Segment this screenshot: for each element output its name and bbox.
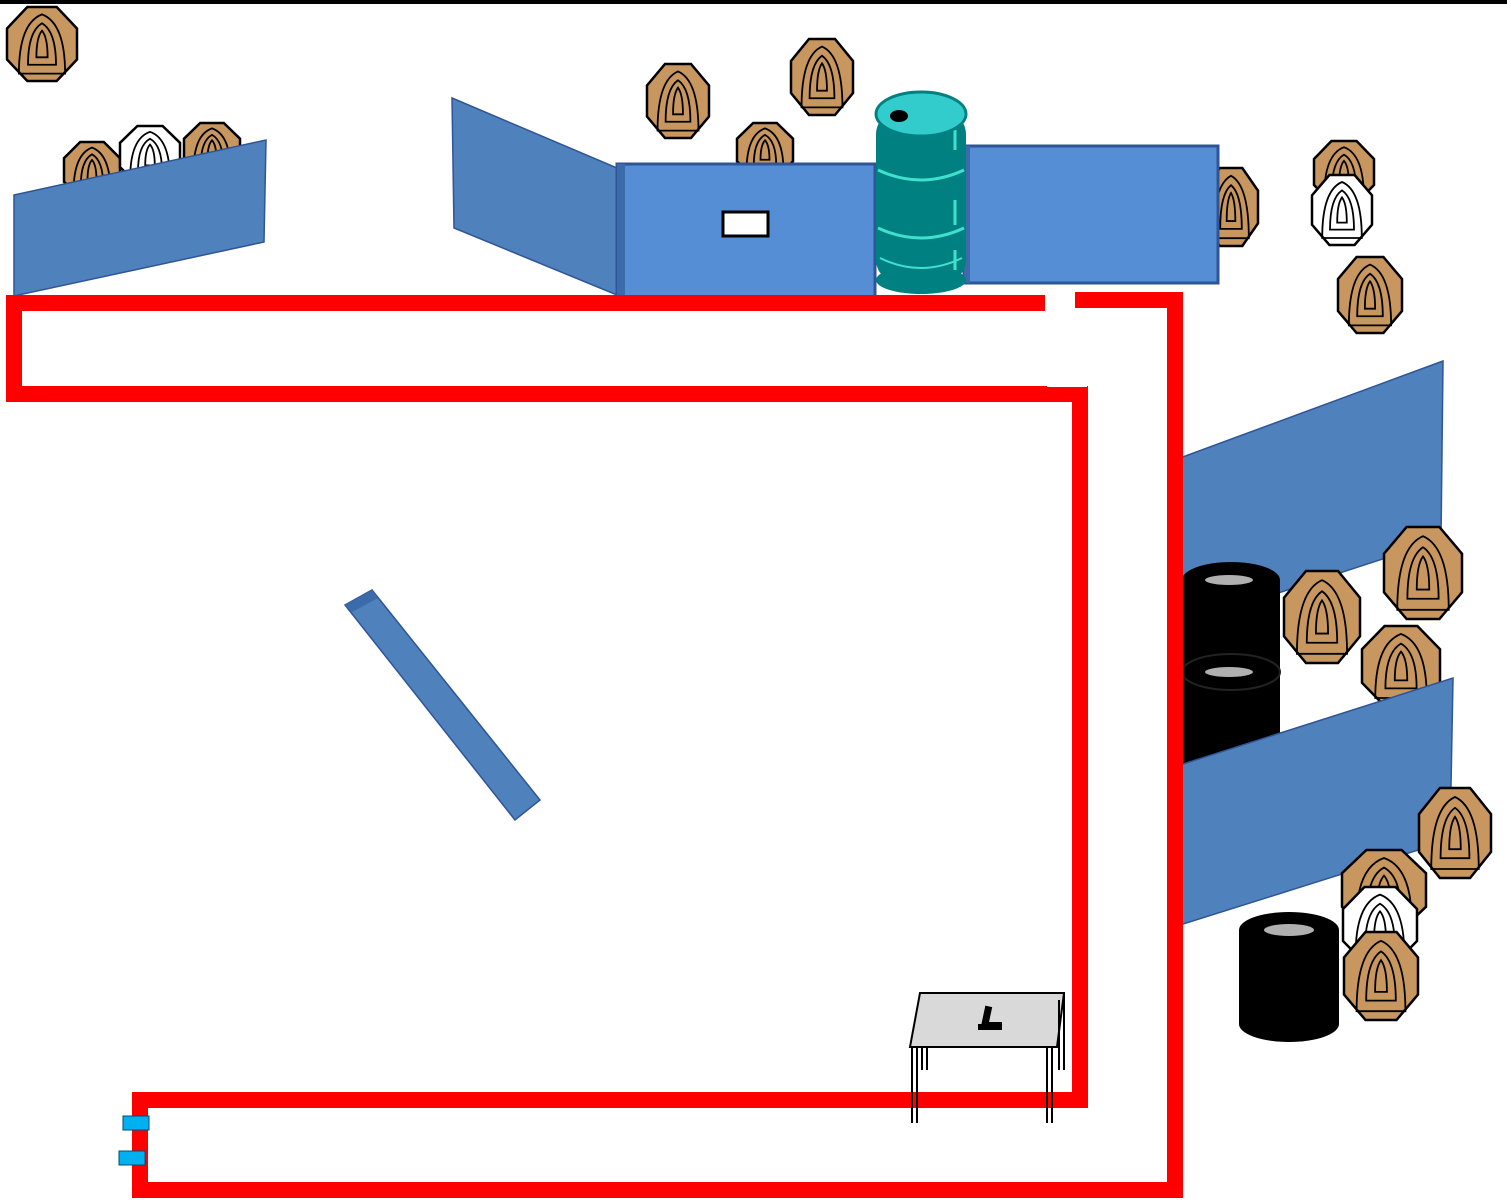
target-icon-13 — [1382, 525, 1464, 621]
diagonal-barricade — [343, 589, 542, 822]
left-top-wall — [13, 139, 267, 297]
target-icon-11 — [1336, 255, 1404, 335]
fault-line-gap-top — [1047, 309, 1087, 387]
center-left-angled-wall — [451, 96, 618, 297]
tire-stack-lower — [1239, 912, 1339, 1042]
target-icon-12 — [1282, 569, 1362, 665]
no-shoot-target-icon-10 — [1310, 173, 1374, 247]
target-icon-5 — [645, 62, 711, 140]
start-marker-bottom — [118, 1150, 146, 1166]
start-marker-top — [122, 1115, 150, 1131]
top-border — [0, 0, 1507, 4]
fault-lines — [6, 292, 1183, 1198]
pistol-icon — [978, 1005, 1002, 1030]
fault-line-top-outer — [6, 295, 1088, 1108]
target-icon-1 — [5, 5, 79, 83]
fault-line-bottom-box — [132, 1092, 1080, 1198]
center-right-wall — [962, 144, 1220, 285]
target-icon-18 — [1342, 930, 1420, 1022]
targets-front-layer — [1282, 525, 1493, 1022]
port-window-icon — [721, 210, 770, 238]
target-icon-15 — [1417, 786, 1493, 880]
fault-line-right-outer — [1075, 292, 1183, 1198]
oil-barrel-icon — [874, 90, 968, 294]
fault-line-gap-bottom-2 — [1072, 1108, 1167, 1182]
target-icon-6 — [789, 37, 855, 117]
fault-line-gap-bottom — [1088, 1092, 1167, 1096]
